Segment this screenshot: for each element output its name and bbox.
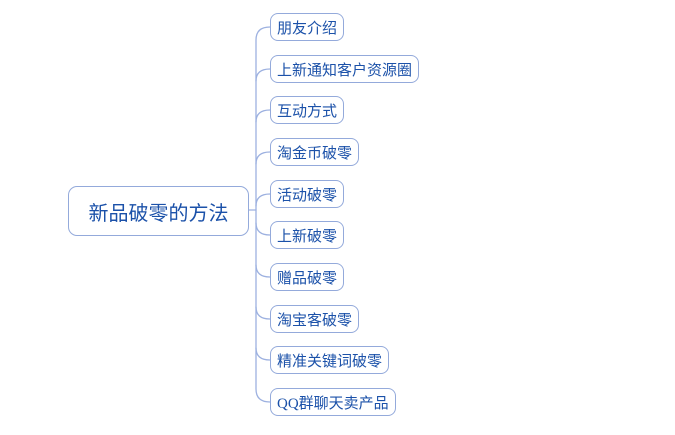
mindmap-node[interactable]: 朋友介绍	[270, 13, 345, 41]
mindmap-node[interactable]: 淘宝客破零	[270, 305, 360, 333]
mindmap-node[interactable]: 上新破零	[270, 221, 345, 249]
mindmap-node[interactable]: 活动破零	[270, 180, 345, 208]
mindmap-node[interactable]: 赠品破零	[270, 263, 345, 291]
mindmap-node[interactable]: 上新通知客户资源圈	[270, 55, 420, 83]
mindmap-root-node[interactable]: 新品破零的方法	[68, 186, 249, 236]
mindmap-node[interactable]: QQ群聊天卖产品	[270, 388, 396, 416]
mindmap-node[interactable]: 精准关键词破零	[270, 346, 390, 374]
mindmap-node[interactable]: 淘金币破零	[270, 138, 360, 166]
mindmap-node[interactable]: 互动方式	[270, 96, 345, 124]
